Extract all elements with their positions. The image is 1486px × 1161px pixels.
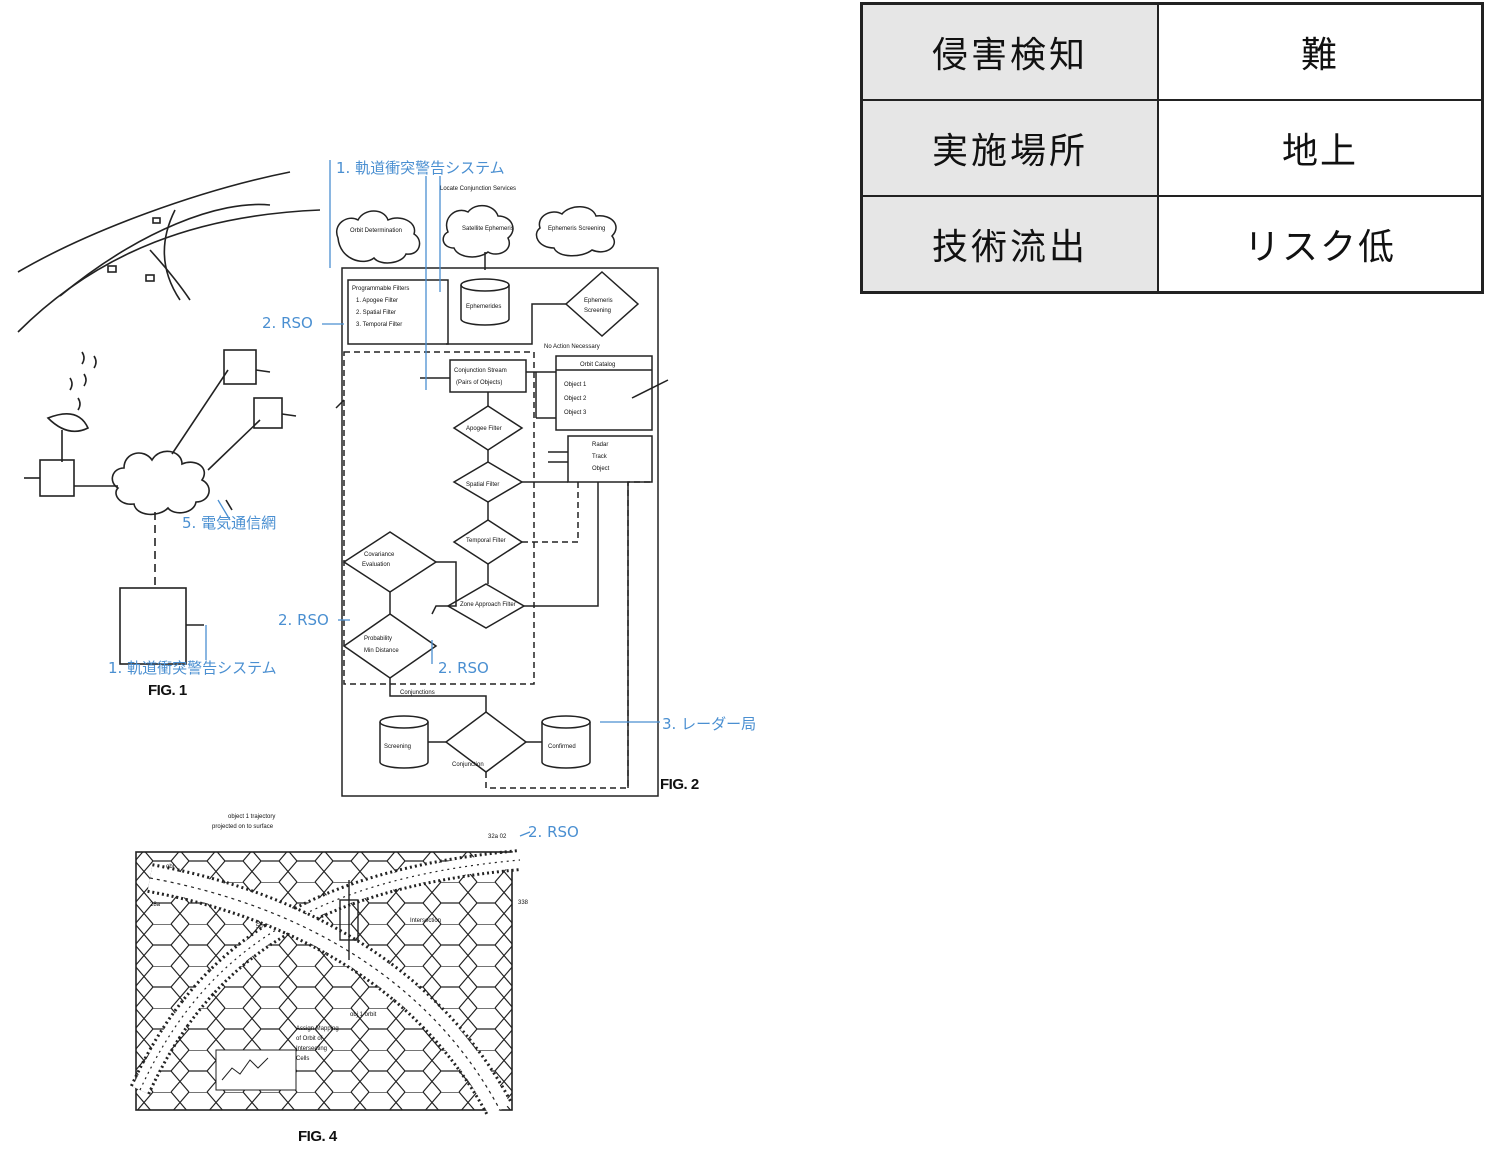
svg-text:Covariance: Covariance xyxy=(364,552,395,558)
svg-text:Probability: Probability xyxy=(364,636,392,642)
svg-text:Confirmed: Confirmed xyxy=(548,744,576,750)
svg-text:Object: Object xyxy=(592,466,610,472)
svg-text:Object 3: Object 3 xyxy=(564,410,587,416)
svg-text:Assign Mapping: Assign Mapping xyxy=(296,1026,339,1032)
svg-text:projected on to surface: projected on to surface xyxy=(212,824,274,830)
annotation-rso-1: 2. RSO xyxy=(262,314,313,332)
svg-text:Cells: Cells xyxy=(296,1056,309,1062)
svg-text:338: 338 xyxy=(518,900,529,906)
svg-text:Ephemerides: Ephemerides xyxy=(466,304,501,310)
annotation-lines xyxy=(205,160,660,837)
row-value: 地上 xyxy=(1157,99,1484,197)
svg-text:Evaluation: Evaluation xyxy=(362,562,390,568)
svg-text:Ephemeris Screening: Ephemeris Screening xyxy=(548,226,605,232)
svg-text:28a: 28a xyxy=(150,902,161,908)
row-value: 難 xyxy=(1157,2,1484,101)
svg-text:Object 1: Object 1 xyxy=(564,382,587,388)
svg-text:Screening: Screening xyxy=(384,744,411,750)
annotation-orbital-warning-top: 1. 軌道衝突警告システム xyxy=(336,159,505,177)
svg-text:Track: Track xyxy=(592,454,608,460)
svg-text:of Orbit of: of Orbit of xyxy=(296,1036,323,1042)
fig1-drawing xyxy=(17,171,321,665)
table-row: 技術流出 リスク低 xyxy=(860,195,1484,294)
svg-text:Object 2: Object 2 xyxy=(564,396,587,402)
fig4-caption: FIG. 4 xyxy=(298,1128,337,1145)
svg-text:Orbit Determination: Orbit Determination xyxy=(350,228,402,234)
table-row: 侵害検知 難 xyxy=(860,2,1484,101)
svg-text:Temporal Filter: Temporal Filter xyxy=(466,538,506,544)
annotation-telecom: 5. 電気通信網 xyxy=(182,514,277,532)
svg-text:Programmable Filters: Programmable Filters xyxy=(352,286,409,292)
svg-text:3. Temporal Filter: 3. Temporal Filter xyxy=(356,322,402,328)
svg-text:No Action Necessary: No Action Necessary xyxy=(544,344,600,350)
svg-text:Locate Conjunction Services: Locate Conjunction Services xyxy=(440,186,516,192)
svg-text:(Pairs of Objects): (Pairs of Objects) xyxy=(456,380,502,386)
annotation-rso-2: 2. RSO xyxy=(278,611,329,629)
svg-text:Satellite Ephemeris: Satellite Ephemeris xyxy=(462,226,514,232)
svg-text:Apogee Filter: Apogee Filter xyxy=(466,426,502,432)
annotation-rso-3: 2. RSO xyxy=(438,659,489,677)
fig4-drawing: object 1 trajectory projected on to surf… xyxy=(130,814,529,1118)
svg-text:obj 1 orbit: obj 1 orbit xyxy=(350,1012,377,1018)
svg-text:Orbit Catalog: Orbit Catalog xyxy=(580,362,615,368)
annotation-rso-4: 2. RSO xyxy=(528,823,579,841)
annotation-orbital-warning-bottom: 1. 軌道衝突警告システム xyxy=(108,659,277,677)
row-key: 実施場所 xyxy=(860,99,1159,197)
svg-text:Intersection: Intersection xyxy=(410,918,441,924)
svg-text:5b: 5b xyxy=(256,924,263,930)
svg-text:1. Apogee Filter: 1. Apogee Filter xyxy=(356,298,398,304)
svg-text:Min Distance: Min Distance xyxy=(364,648,399,654)
fig2-caption: FIG. 2 xyxy=(660,776,699,793)
svg-text:Conjunctions: Conjunctions xyxy=(400,690,435,696)
table-row: 実施場所 地上 xyxy=(860,99,1484,197)
fig2-drawing: Locate Conjunction Services Orbit Determ… xyxy=(335,186,669,797)
svg-text:Screening: Screening xyxy=(584,308,611,314)
svg-text:Intersecting: Intersecting xyxy=(296,1046,327,1052)
svg-text:Zone Approach Filter: Zone Approach Filter xyxy=(460,602,516,608)
row-key: 侵害検知 xyxy=(860,2,1159,101)
svg-text:Radar: Radar xyxy=(592,442,608,448)
svg-text:2. Spatial Filter: 2. Spatial Filter xyxy=(356,310,396,316)
fig1-caption: FIG. 1 xyxy=(148,682,187,699)
annotation-radar: 3. レーダー局 xyxy=(662,715,757,733)
row-key: 技術流出 xyxy=(860,195,1159,294)
attribute-table: 侵害検知 難 実施場所 地上 技術流出 リスク低 xyxy=(860,2,1484,294)
svg-text:Conjunction: Conjunction xyxy=(452,762,484,768)
svg-text:object 1 trajectory: object 1 trajectory xyxy=(228,814,275,820)
svg-text:Spatial Filter: Spatial Filter xyxy=(466,482,499,488)
svg-text:32a 02: 32a 02 xyxy=(488,834,507,840)
svg-text:obj: obj xyxy=(166,864,174,870)
row-value: リスク低 xyxy=(1157,195,1484,294)
svg-text:Ephemeris: Ephemeris xyxy=(584,298,613,304)
svg-text:Conjunction Stream: Conjunction Stream xyxy=(454,368,507,374)
